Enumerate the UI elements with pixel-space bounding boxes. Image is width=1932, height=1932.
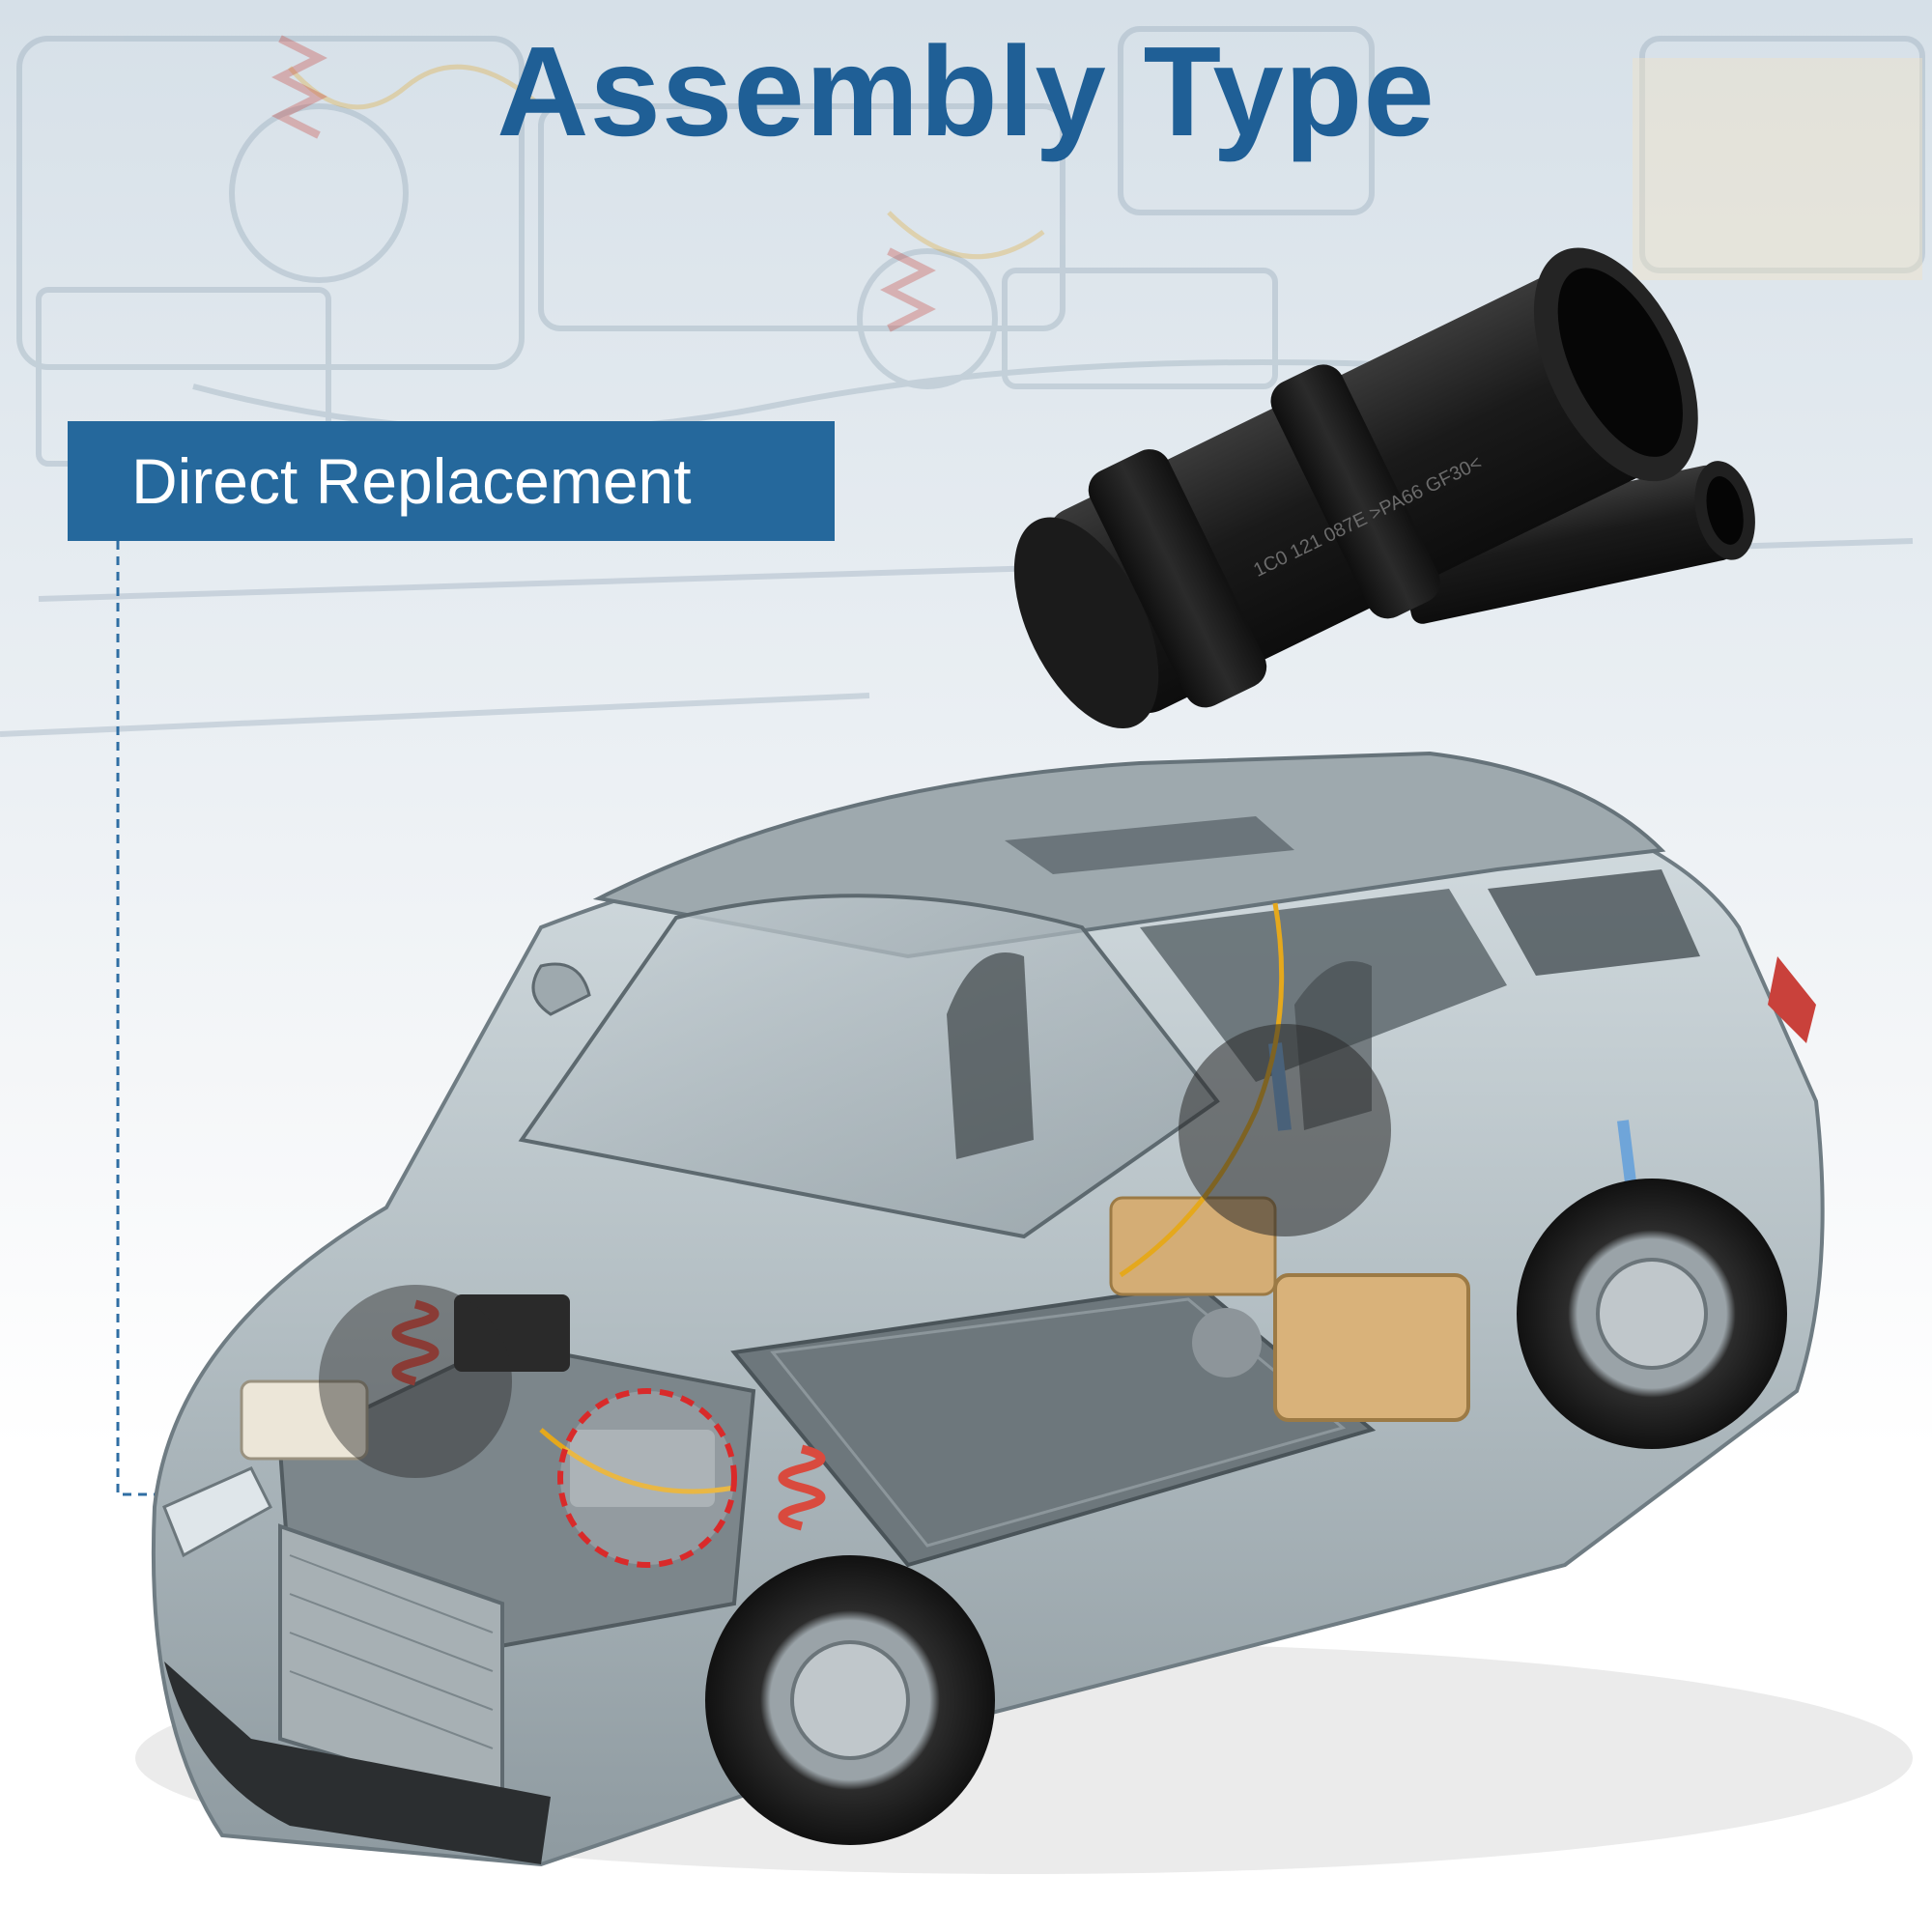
part-location-marker	[557, 1388, 737, 1568]
direct-replacement-label: Direct Replacement	[68, 421, 835, 541]
page-title: Assembly Type	[497, 20, 1435, 162]
coolant-hose-flange-icon: 1C0 121 087E >PA66 GF30<	[1013, 247, 1755, 729]
direct-replacement-text: Direct Replacement	[131, 445, 692, 517]
